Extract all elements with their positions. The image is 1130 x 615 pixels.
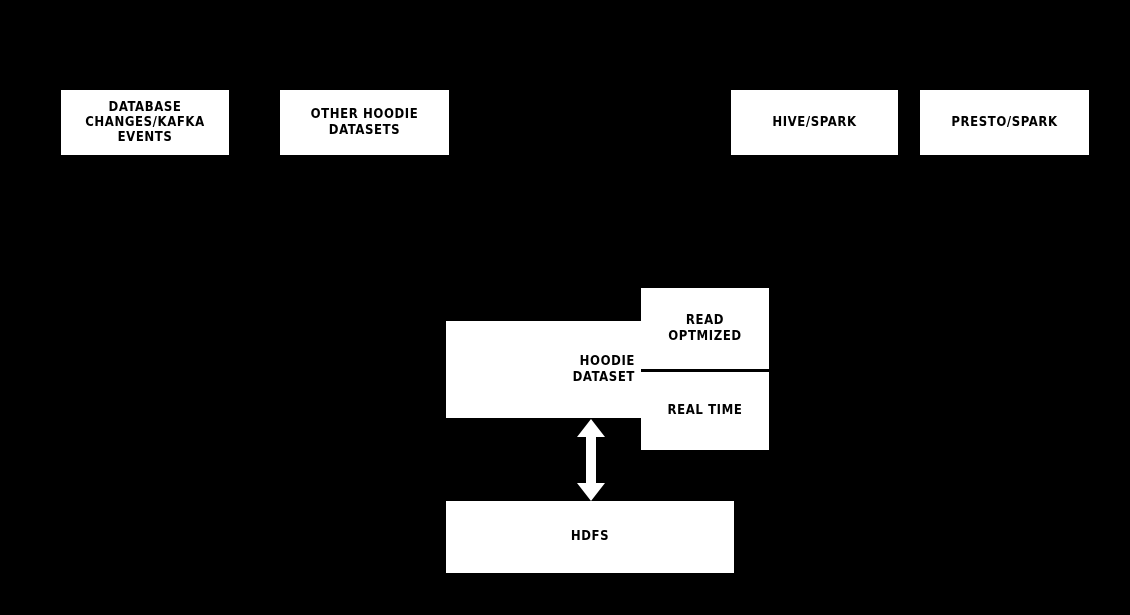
node-other-hoodie-datasets-label: OTHER HOODIE DATASETS: [310, 107, 419, 138]
node-hoodie-dataset-label: HOODIE DATASET: [572, 354, 635, 385]
dataset-hdfs-bidirectional-arrow-icon: [577, 419, 605, 501]
views-stack: READ OPTMIZED REAL TIME: [641, 288, 769, 450]
node-read-optimized-view-label: READ OPTMIZED: [668, 313, 742, 344]
node-other-hoodie-datasets[interactable]: OTHER HOODIE DATASETS: [280, 90, 449, 155]
node-hdfs-label: HDFS: [570, 529, 610, 545]
node-presto-spark[interactable]: PRESTO/SPARK: [920, 90, 1089, 155]
node-hdfs[interactable]: HDFS: [446, 501, 734, 573]
node-database-changes-kafka-events-label: DATABASE CHANGES/KAFKA EVENTS: [85, 99, 205, 146]
node-hoodie-dataset[interactable]: HOODIE DATASET: [446, 321, 641, 418]
node-hive-spark-label: HIVE/SPARK: [772, 114, 857, 130]
node-real-time-view-label: REAL TIME: [667, 403, 743, 419]
node-hive-spark[interactable]: HIVE/SPARK: [731, 90, 898, 155]
node-database-changes-kafka-events[interactable]: DATABASE CHANGES/KAFKA EVENTS: [61, 90, 229, 155]
node-real-time-view[interactable]: REAL TIME: [641, 372, 769, 450]
node-read-optimized-view[interactable]: READ OPTMIZED: [641, 288, 769, 369]
node-presto-spark-label: PRESTO/SPARK: [951, 114, 1058, 130]
